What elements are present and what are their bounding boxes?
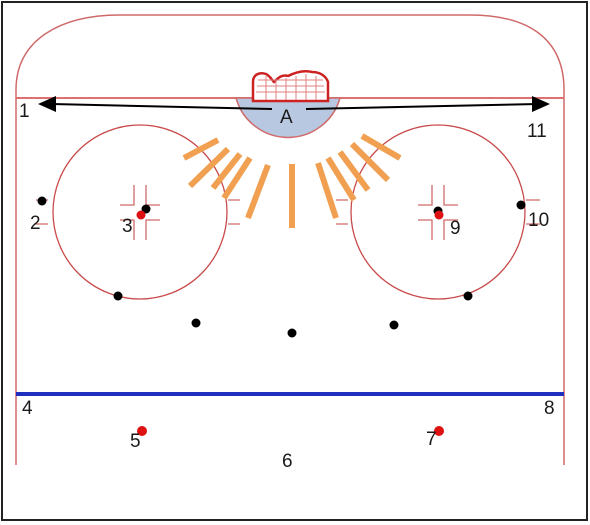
shot-lanes [182,133,402,228]
label-5: 5 [130,431,141,452]
label-6: 6 [282,451,293,472]
faceoff-dots [136,210,444,436]
label-10: 10 [528,210,549,231]
label-1: 1 [19,101,30,122]
label-a: A [280,107,293,128]
label-7: 7 [426,429,437,450]
right-faceoff-circle [350,124,526,300]
left-faceoff-circle [52,124,228,300]
right-faceoff-hashmarks [336,185,540,240]
label-4: 4 [22,398,33,419]
right-arrowhead [532,96,550,112]
label-2: 2 [30,213,41,234]
label-8: 8 [544,398,555,419]
pass-arrows [51,103,539,110]
left-arrowhead [38,96,56,112]
rink-boards [15,14,565,465]
label-9: 9 [450,218,461,239]
label-11: 11 [527,121,547,142]
label-3: 3 [122,216,133,237]
goal-net [251,69,330,103]
